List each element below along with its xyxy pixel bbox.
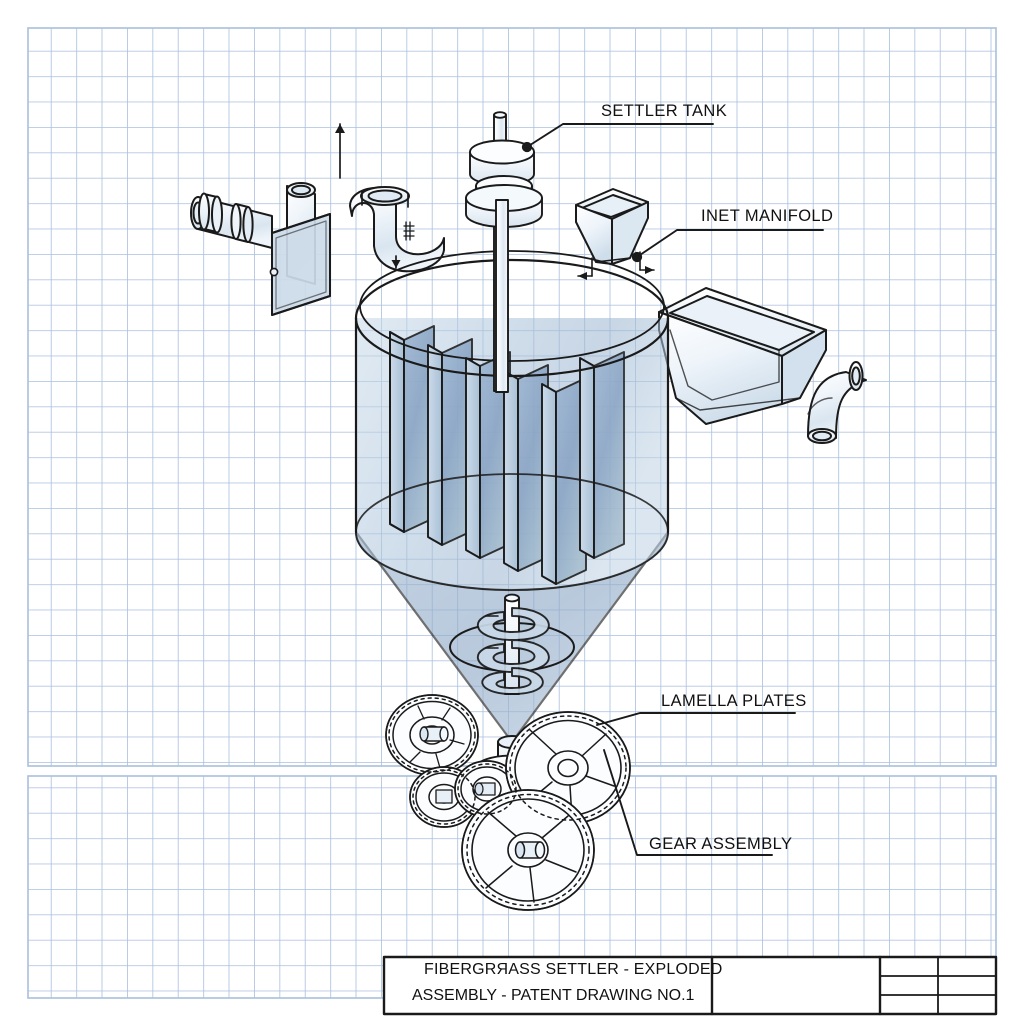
teeth-a — [388, 697, 476, 773]
gear-bottom-large — [461, 789, 595, 911]
part-drive-shaft — [465, 111, 543, 393]
teeth-c — [457, 763, 517, 815]
title-block — [382, 955, 998, 1016]
teeth-d — [509, 715, 627, 821]
title-block-line-1: FIBERGRЯASS SETTLER - EXPLODED — [424, 961, 723, 978]
callout-gear-assembly: GEAR ASSEMBLY — [649, 835, 793, 853]
part-auger — [476, 593, 550, 695]
gear-upper-left — [385, 694, 479, 776]
part-elbow-pipe — [807, 361, 867, 444]
teeth-e — [466, 793, 590, 907]
teeth-b — [412, 769, 476, 825]
leader-gear-assembly — [603, 749, 773, 856]
part-lamella-plates — [389, 325, 625, 585]
leader-settler-tank — [521, 123, 714, 153]
part-inlet-manifold — [190, 123, 445, 316]
callout-settler-tank: SETTLER TANK — [601, 102, 728, 120]
callout-inlet-manifold: INET MANIFOLD — [701, 207, 834, 225]
title-block-line-2: ASSEMBLY - PATENT DRAWING NO.1 — [412, 987, 695, 1004]
leader-inlet-manifold — [631, 229, 824, 263]
callout-lamella-plates: LAMELLA PLATES — [661, 692, 807, 710]
leader-lines — [521, 123, 824, 856]
leader-lamella-plates — [596, 712, 796, 726]
part-launder-trough — [658, 287, 827, 425]
part-hopper — [575, 188, 655, 280]
part-settler-tank — [354, 250, 670, 769]
part-gear-assembly — [385, 694, 631, 911]
